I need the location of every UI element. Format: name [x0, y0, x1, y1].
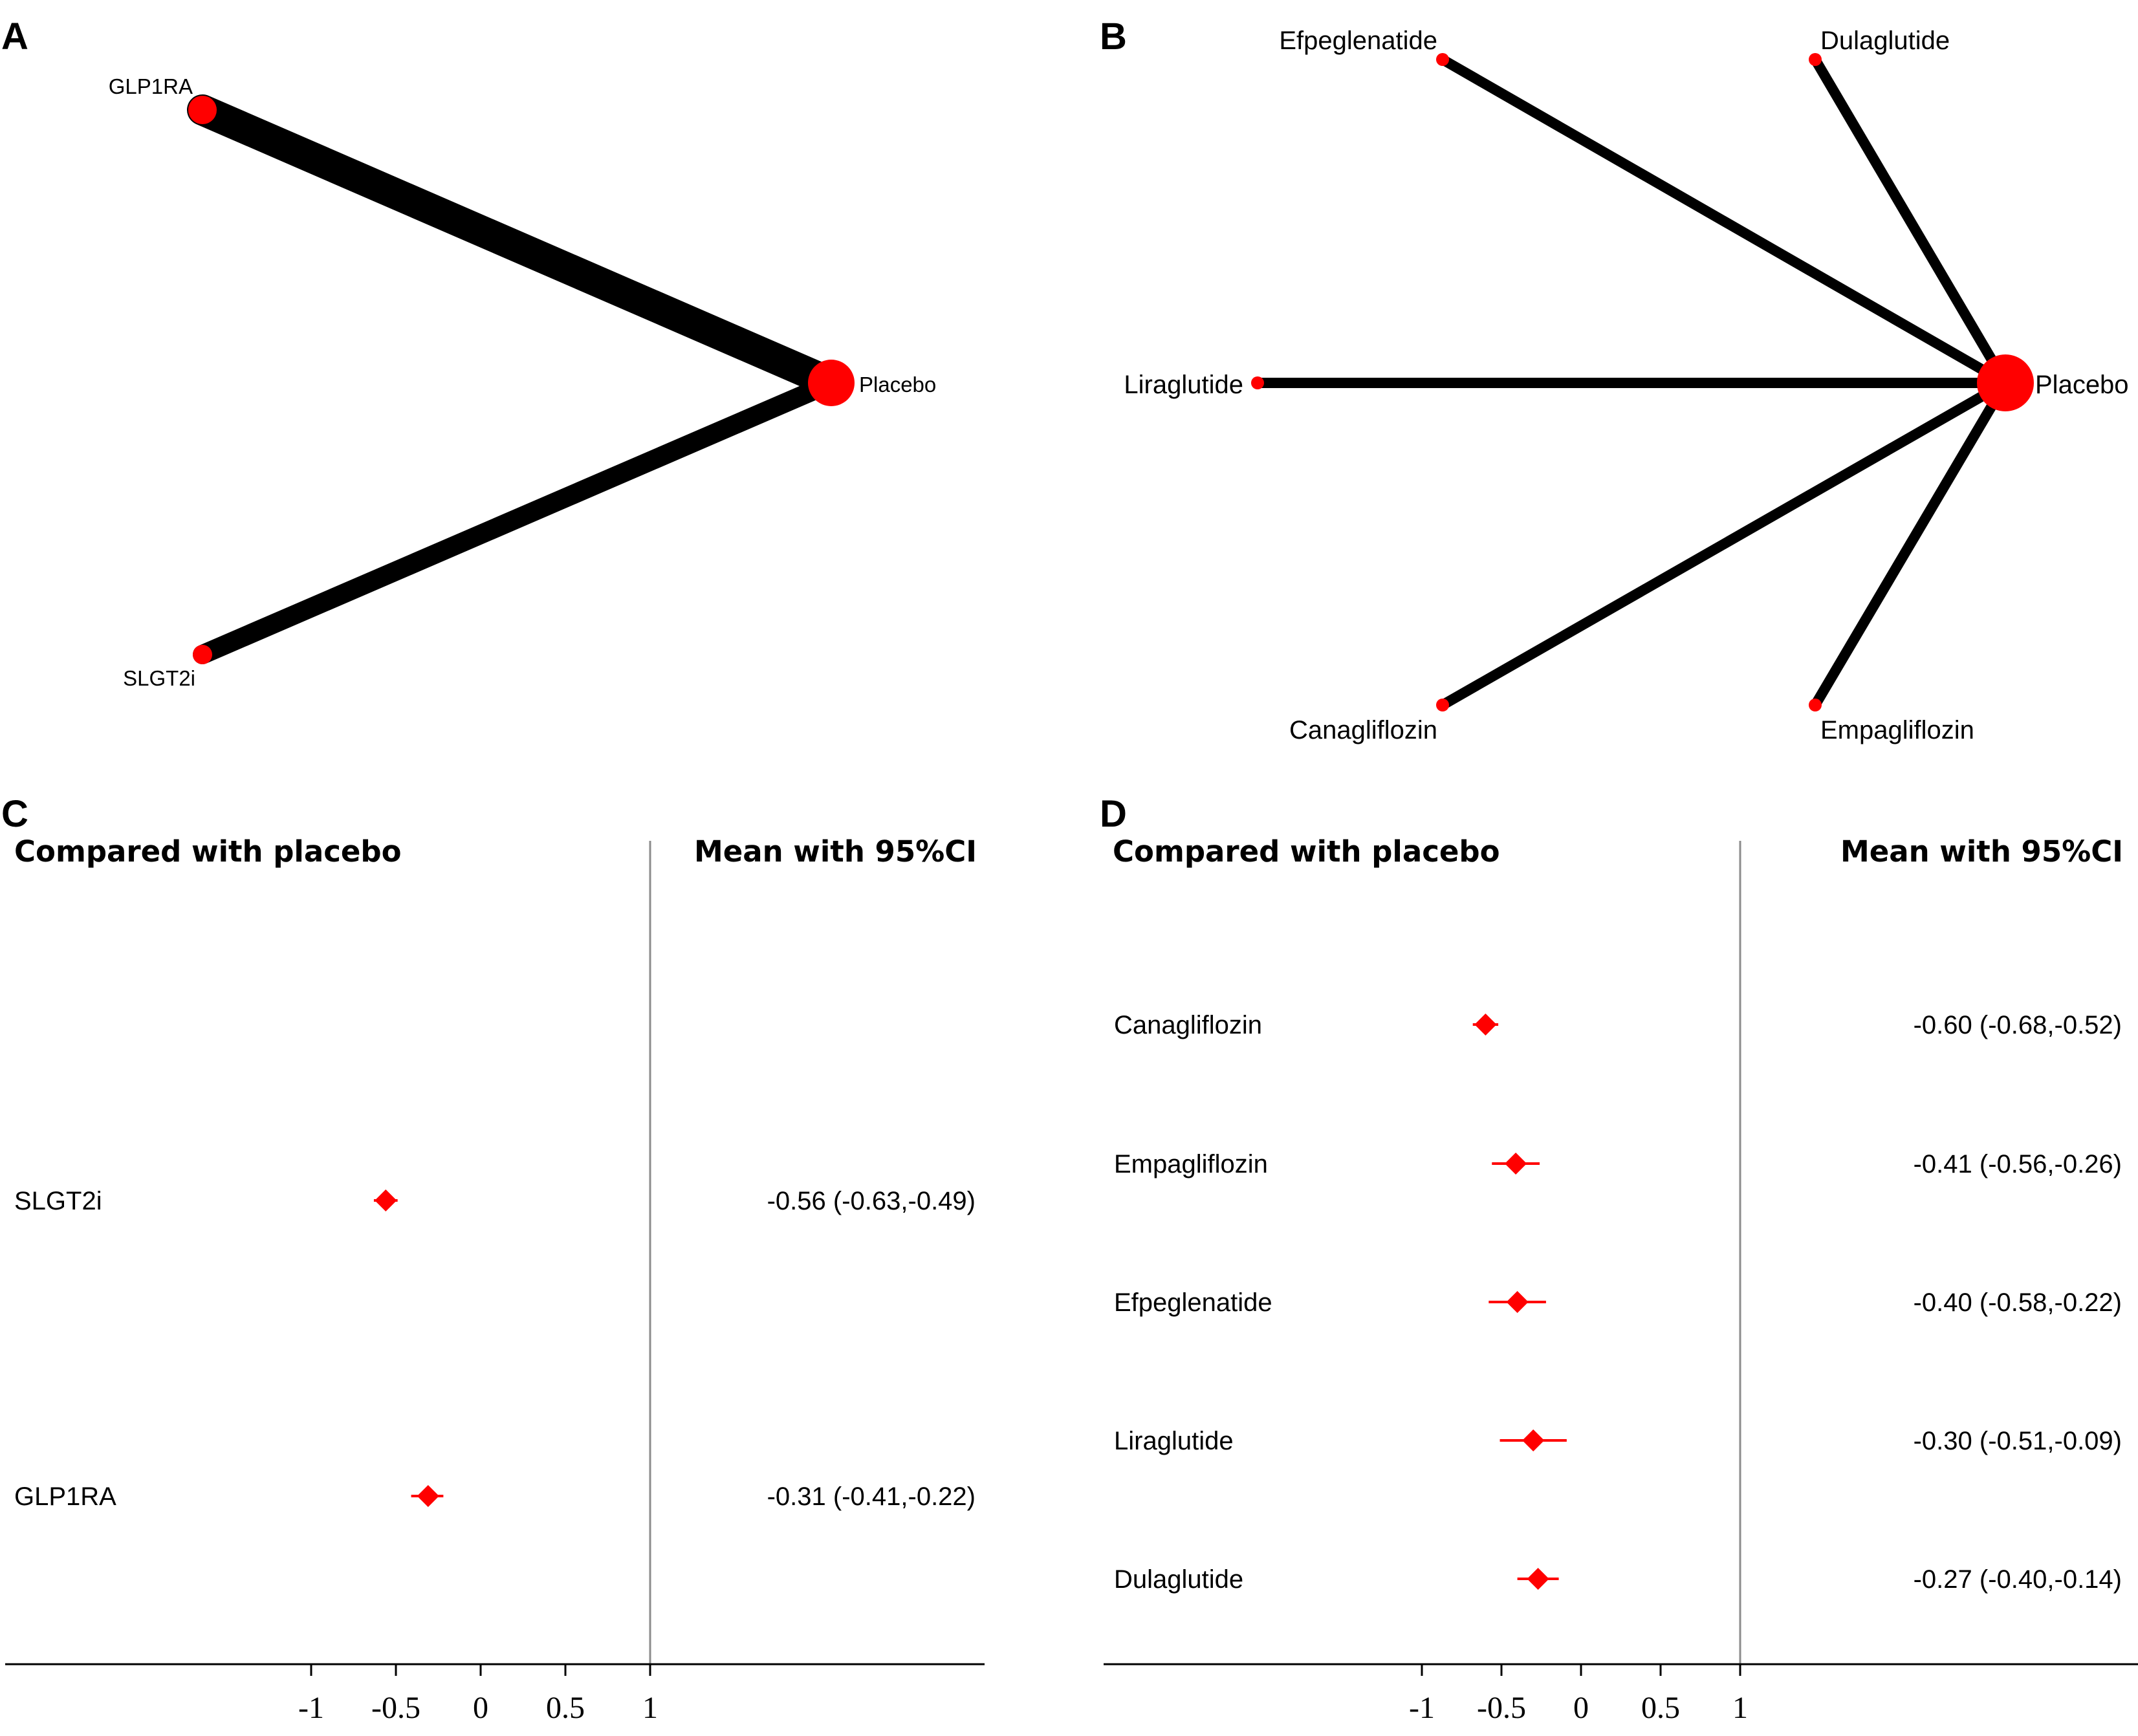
- forest-c-tick-label-1: 1: [642, 1691, 658, 1725]
- forest-c-tick-label-1: -1: [298, 1691, 324, 1725]
- forest-d-row-label-liraglutide: Liraglutide: [1114, 1427, 1234, 1455]
- forest-d-row-label-efpeglenatide: Efpeglenatide: [1114, 1288, 1272, 1317]
- forest-c-point-glp1ra: [417, 1485, 439, 1507]
- network-b-label-empagliflozin: Empagliflozin: [1820, 716, 1974, 744]
- network-b-node-dulaglutide: [1809, 53, 1822, 66]
- forest-d-row-label-empagliflozin: Empagliflozin: [1114, 1150, 1268, 1178]
- forest-c-tick-label-0: 0: [473, 1691, 488, 1725]
- forest-c-point-slgt2i: [375, 1189, 397, 1211]
- network-b-edge-canagliflozin-placebo: [1437, 378, 2011, 710]
- network-a-node-slgt2i: [193, 645, 212, 664]
- forest-d-value-dulaglutide: -0.27 (-0.40,-0.14): [1914, 1565, 2122, 1594]
- network-b-label-dulaglutide: Dulaglutide: [1820, 27, 1950, 55]
- network-b-node-placebo: [1977, 354, 2034, 411]
- network-a-label-placebo: Placebo: [859, 373, 936, 396]
- network-a-edge-glp1ra-placebo: [187, 94, 847, 398]
- network-b-node-canagliflozin: [1436, 699, 1449, 711]
- forest-c-value-glp1ra: -0.31 (-0.41,-0.22): [767, 1482, 976, 1511]
- forest-d-point-efpeglenatide: [1506, 1291, 1529, 1313]
- forest-d-row-label-dulaglutide: Dulaglutide: [1114, 1565, 1243, 1594]
- forest-d-point-dulaglutide: [1527, 1568, 1549, 1590]
- forest-d-point-canagliflozin: [1474, 1014, 1497, 1036]
- panel-letter-c: C: [1, 793, 28, 835]
- forest-d-row-label-canagliflozin: Canagliflozin: [1114, 1011, 1262, 1039]
- forest-d-value-empagliflozin: -0.41 (-0.56,-0.26): [1914, 1150, 2122, 1178]
- network-b-label-placebo: Placebo: [2035, 371, 2129, 399]
- network-b-edge-empagliflozin-placebo: [1810, 378, 2011, 710]
- network-a-node-placebo: [808, 360, 855, 406]
- panel-letter-d: D: [1100, 793, 1127, 835]
- network-b-label-canagliflozin: Canagliflozin: [1289, 716, 1437, 744]
- forest-c-row-label-slgt2i: SLGT2i: [14, 1187, 102, 1215]
- network-b-edge-dulaglutide-placebo: [1810, 54, 2011, 388]
- network-b-edge-efpeglenatide-placebo: [1437, 54, 2011, 388]
- network-b-node-efpeglenatide: [1436, 53, 1449, 66]
- forest-d-tick-label-0: 0: [1573, 1691, 1589, 1725]
- network-b-node-empagliflozin: [1809, 699, 1822, 711]
- forest-d-value-canagliflozin: -0.60 (-0.68,-0.52): [1914, 1011, 2122, 1039]
- panel-letter-a: A: [1, 16, 28, 58]
- network-a-edge-slgt2i-placebo: [193, 373, 841, 664]
- forest-d-tick-label-0-5: -0.5: [1477, 1691, 1526, 1725]
- forest-d-right-header: Mean with 95%CI: [1840, 834, 2123, 869]
- forest-d-point-liraglutide: [1522, 1429, 1545, 1451]
- forest-plot-c: Compared with placebo Mean with 95%CI -1…: [5, 834, 985, 1725]
- network-b-node-liraglutide: [1251, 376, 1264, 389]
- forest-d-value-efpeglenatide: -0.40 (-0.58,-0.22): [1914, 1288, 2122, 1317]
- forest-c-tick-label-0-5: 0.5: [546, 1691, 585, 1725]
- network-a-label-slgt2i: SLGT2i: [123, 666, 195, 690]
- forest-d-left-header: Compared with placebo: [1113, 834, 1500, 869]
- forest-c-tick-label-0-5: -0.5: [371, 1691, 420, 1725]
- network-b-label-efpeglenatide: Efpeglenatide: [1279, 27, 1437, 55]
- network-a-label-glp1ra: GLP1RA: [109, 74, 193, 98]
- network-b-label-liraglutide: Liraglutide: [1124, 371, 1243, 399]
- forest-d-value-liraglutide: -0.30 (-0.51,-0.09): [1914, 1427, 2122, 1455]
- forest-d-point-empagliflozin: [1505, 1153, 1527, 1175]
- forest-c-left-header: Compared with placebo: [14, 834, 402, 869]
- network-a-node-glp1ra: [188, 96, 217, 124]
- forest-c-right-header: Mean with 95%CI: [694, 834, 977, 869]
- forest-d-tick-label-1: -1: [1409, 1691, 1435, 1725]
- forest-plot-d: Compared with placebo Mean with 95%CI -1…: [1104, 834, 2138, 1725]
- panel-letter-b: B: [1100, 16, 1127, 58]
- forest-d-tick-label-1: 1: [1732, 1691, 1748, 1725]
- forest-c-row-label-glp1ra: GLP1RA: [14, 1482, 116, 1511]
- forest-d-tick-label-0-5: 0.5: [1641, 1691, 1680, 1725]
- forest-c-value-slgt2i: -0.56 (-0.63,-0.49): [767, 1187, 976, 1215]
